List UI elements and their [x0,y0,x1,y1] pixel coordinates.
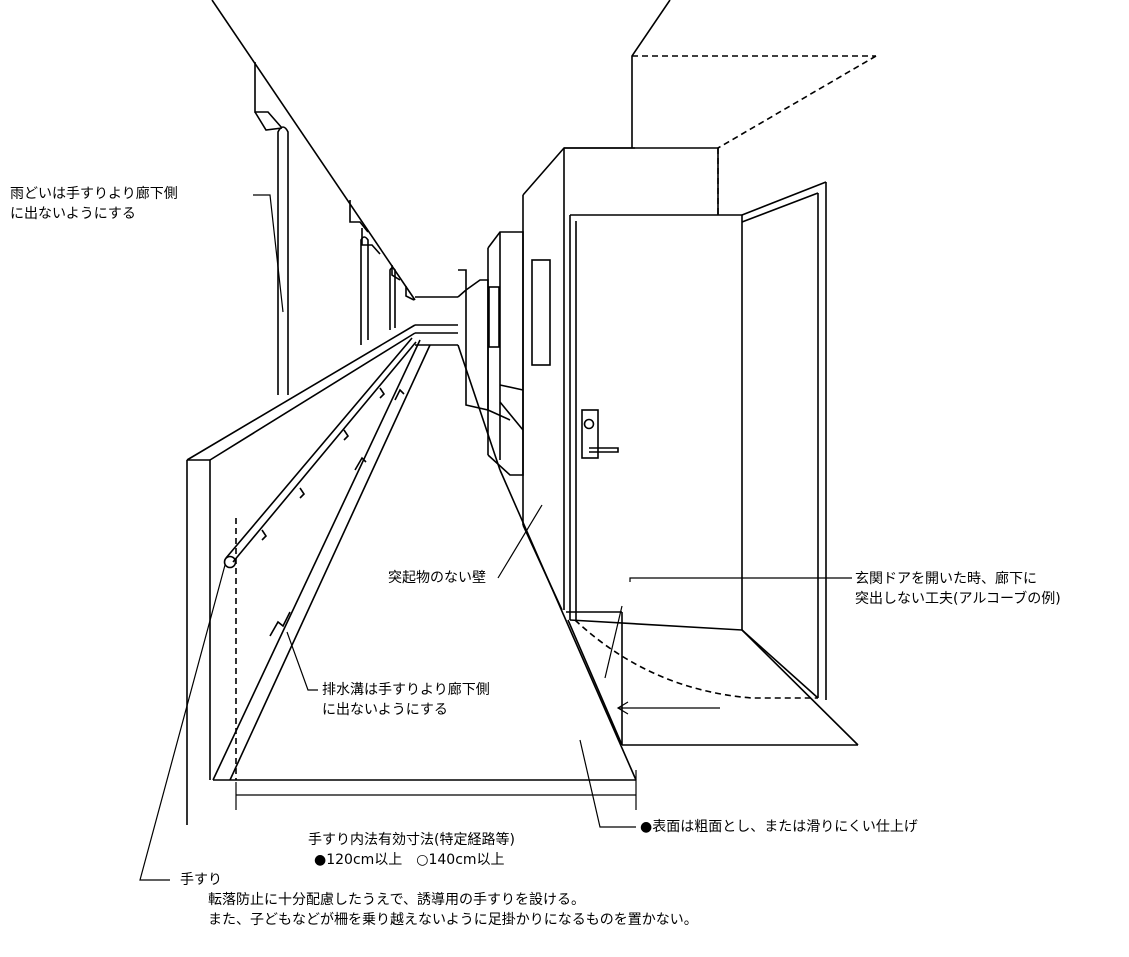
ceiling-structure [211,0,458,301]
upper-outline [631,0,671,148]
right-wall [457,147,635,611]
label-drain-line2: に出ないようにする [322,702,448,718]
label-wall: 突起物のない壁 [388,568,486,588]
label-wall-text: 突起物のない壁 [388,570,486,586]
label-door-line2: 突出しない工夫(アルコーブの例) [855,591,1061,607]
hidden-lines [235,55,877,780]
label-width: 手すり内法有効寸法(特定経路等) ●120cm以上 ○140cm以上 [308,830,515,870]
label-gutter-line2: に出ないようにする [10,206,136,222]
dimension-line [235,770,637,810]
label-drain-line1: 排水溝は手すりより廊下側 [322,682,490,698]
gutter-pipes [277,126,396,395]
label-width-line2: ●120cm以上 ○140cm以上 [314,852,505,868]
label-handrail-line2: また、子どもなどが柵を乗り越えないように足掛かりになるものを置かない。 [208,912,698,928]
label-surface: ●表面は粗面とし、または滑りにくい仕上げ [640,817,918,837]
drain-channel [269,388,405,637]
label-width-line1: 手すり内法有効寸法(特定経路等) [308,832,515,848]
label-drain: 排水溝は手すりより廊下側 に出ないようにする [322,680,490,720]
label-gutter: 雨どいは手すりより廊下側 に出ないようにする [10,184,178,224]
entrance-door [564,147,859,746]
label-door-line1: 玄関ドアを開いた時、廊下に [855,571,1037,587]
label-handrail-title: 手すり [180,872,222,888]
label-gutter-line1: 雨どいは手すりより廊下側 [10,186,178,202]
label-handrail-line1: 転落防止に十分配慮したうえで、誘導用の手すりを設ける。 [208,892,586,908]
label-door: 玄関ドアを開いた時、廊下に 突出しない工夫(アルコーブの例) [855,569,1061,609]
parapet-wall [186,324,458,825]
label-handrail: 手すり 転落防止に十分配慮したうえで、誘導用の手すりを設ける。 また、子どもなど… [180,870,698,930]
label-surface-text: ●表面は粗面とし、または滑りにくい仕上げ [640,819,918,835]
arrow [616,701,720,715]
leader-lines [139,194,852,881]
handrail [223,337,417,569]
